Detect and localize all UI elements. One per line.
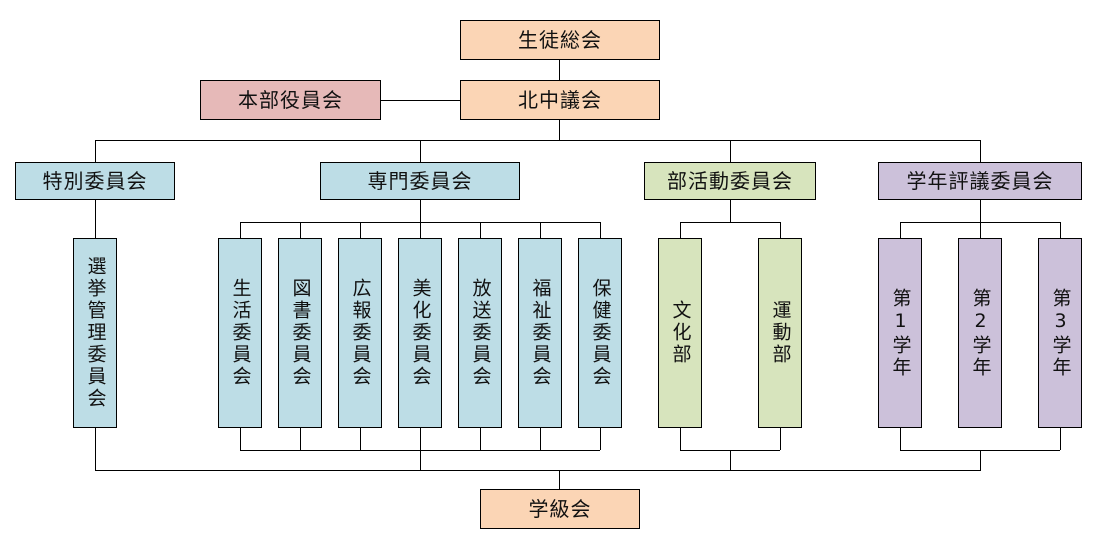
connector-line — [680, 222, 780, 223]
connector-line — [980, 140, 981, 162]
node-label: 北中議会 — [518, 88, 602, 112]
connector-line — [240, 222, 241, 238]
node-label: 保健委員会 — [589, 278, 612, 388]
connector-line — [900, 222, 1060, 223]
node-label: 第1学年 — [889, 287, 912, 379]
connector-line — [95, 200, 96, 238]
node-label: 部活動委員会 — [667, 169, 793, 193]
connector-line — [780, 428, 781, 450]
connector-line — [420, 200, 421, 238]
node-label: 本部役員会 — [238, 88, 343, 112]
connector-line — [730, 140, 731, 162]
node-election-admin-committee: 選挙管理委員会 — [73, 238, 117, 428]
node-label: 図書委員会 — [289, 278, 312, 388]
connector-line — [1060, 222, 1061, 238]
connector-line — [1060, 428, 1061, 450]
connector-line — [980, 200, 981, 238]
connector-line — [360, 222, 361, 238]
node-health-committee: 保健委員会 — [578, 238, 622, 428]
node-beautification-committee: 美化委員会 — [398, 238, 442, 428]
connector-line — [680, 428, 681, 450]
node-grade-1: 第1学年 — [878, 238, 922, 428]
node-sports-clubs: 運動部 — [758, 238, 802, 428]
connector-line — [300, 222, 301, 238]
connector-line — [420, 428, 421, 471]
connector-line — [95, 140, 96, 162]
connector-line — [300, 428, 301, 450]
connector-line — [680, 222, 681, 238]
connector-line — [480, 428, 481, 450]
connector-line — [480, 222, 481, 238]
node-label: 生活委員会 — [229, 278, 252, 388]
node-label: 専門委員会 — [367, 169, 473, 193]
node-standing-committees: 専門委員会 — [320, 162, 520, 200]
node-label: 放送委員会 — [469, 278, 492, 388]
connector-line — [240, 222, 600, 223]
node-label: 第2学年 — [969, 287, 992, 379]
connector-line — [900, 222, 901, 238]
node-label: 第3学年 — [1049, 287, 1072, 379]
node-label: 福祉委員会 — [529, 278, 552, 388]
connector-line — [95, 140, 980, 141]
connector-line — [540, 222, 541, 238]
node-hq-officers-committee: 本部役員会 — [200, 80, 381, 120]
connector-line — [559, 60, 560, 80]
node-club-activities-committee: 部活動委員会 — [644, 162, 816, 200]
node-special-committee: 特別委員会 — [15, 162, 175, 200]
connector-line — [730, 450, 731, 471]
connector-line — [600, 222, 601, 238]
node-student-general-assembly: 生徒総会 — [460, 20, 660, 60]
connector-line — [420, 140, 421, 162]
node-grade-2: 第2学年 — [958, 238, 1002, 428]
node-label: 文化部 — [669, 300, 692, 366]
node-label: 特別委員会 — [42, 169, 148, 193]
connector-line — [900, 428, 901, 450]
node-label: 生徒総会 — [518, 28, 602, 52]
connector-line — [600, 428, 601, 450]
node-label: 学級会 — [528, 497, 592, 521]
connector-line — [559, 120, 560, 141]
node-grade-3: 第3学年 — [1038, 238, 1082, 428]
connector-line — [540, 428, 541, 450]
connector-line — [95, 470, 980, 471]
node-culture-clubs: 文化部 — [658, 238, 702, 428]
node-life-committee: 生活委員会 — [218, 238, 262, 428]
node-library-committee: 図書委員会 — [278, 238, 322, 428]
connector-line — [780, 222, 781, 238]
connector-line — [559, 470, 560, 489]
connector-line — [980, 450, 981, 471]
connector-line — [240, 428, 241, 450]
node-class-meeting: 学級会 — [480, 489, 640, 529]
node-pr-committee: 広報委員会 — [338, 238, 382, 428]
node-kitachu-council: 北中議会 — [460, 80, 660, 120]
connector-line — [381, 100, 460, 101]
connector-line — [730, 200, 731, 223]
node-welfare-committee: 福祉委員会 — [518, 238, 562, 428]
node-label: 選挙管理委員会 — [84, 256, 107, 410]
node-label: 美化委員会 — [409, 278, 432, 388]
node-broadcast-committee: 放送委員会 — [458, 238, 502, 428]
connector-line — [360, 428, 361, 450]
node-grade-council-committee: 学年評議委員会 — [878, 162, 1082, 200]
connector-line — [95, 428, 96, 471]
node-label: 学年評議委員会 — [906, 169, 1054, 193]
node-label: 広報委員会 — [349, 278, 372, 388]
connector-line — [240, 450, 600, 451]
node-label: 運動部 — [769, 300, 792, 366]
